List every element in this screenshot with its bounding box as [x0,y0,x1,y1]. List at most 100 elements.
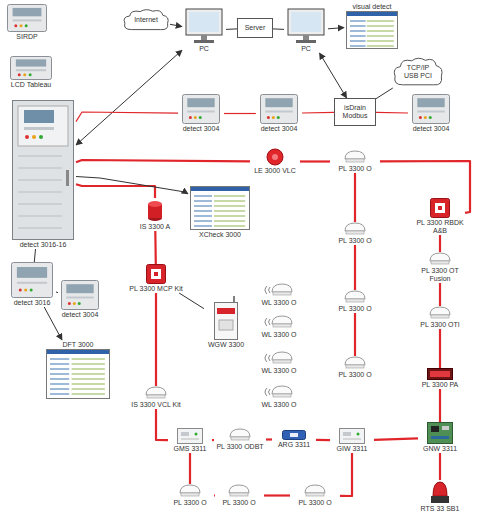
data-link [34,249,35,262]
loop-wire [156,409,168,440]
loop-wire [214,494,215,496]
device-label: PC [284,45,328,53]
smoke-detector: PL 3300 O [214,484,264,507]
device-label: visual detect [344,3,400,11]
pc-workstation: PC [284,8,328,53]
device-label: IS 3300 A [132,223,178,231]
loop-wire [439,389,441,422]
control-panel: detect 3004 [256,94,302,133]
flash-beacon: RTS 33 SB1 [410,480,470,513]
device-label: PL 3300 RBDK A&B [415,219,465,235]
loop-wire [212,439,214,441]
control-panel-icon [182,94,220,124]
smoke-detector-icon [303,484,327,498]
loop-wire [439,329,441,368]
loop-wire [300,160,330,162]
alarm-sounder-icon [145,198,165,222]
device-label: PL 3300 O [330,305,380,313]
loop-wire [439,453,441,480]
wireless-detector-icon [262,282,296,298]
wireless-detector: WL 3300 O [252,384,306,409]
panel-cabinet: detect 3016-16 [10,100,76,249]
data-link [179,293,204,309]
smoke-detector: PL 3300 O [330,150,380,173]
control-panel: SIRDP [4,4,50,41]
device-label: DFT 3000 [30,341,126,349]
control-panel: LCD Tableau [6,56,56,89]
loop-wire [76,160,250,162]
control-panel: detect 3004 [58,280,102,319]
control-panel: detect 3004 [178,94,224,133]
control-panel-icon [260,94,298,124]
device-label: TCP/IP USB PCI [399,64,437,80]
loop-wire [266,438,272,440]
loop-wire [439,283,441,306]
loop-wire [264,494,290,496]
smoke-detector-icon [343,290,367,304]
loop-wire [76,184,155,198]
device-label: PL 3300 O [330,165,380,173]
device-label: PL 3300 O [290,499,340,507]
device-label: WL 3300 O [252,331,306,339]
smoke-detector-icon [343,356,367,370]
loop-wire [439,235,441,252]
io-module: GIW 3311 [330,428,374,453]
io-module: GMS 3311 [168,428,212,453]
wireless-gateway-icon [212,296,240,340]
smoke-detector: PL 3300 ODBT [214,428,266,451]
call-point: PL 3300 RBDK A&B [415,198,465,235]
software-screen-icon [46,349,110,399]
data-link [44,307,62,340]
smoke-detector: PL 3300 O [330,290,380,313]
call-point-icon [146,264,166,284]
smoke-detector: IS 3300 VCL Kit [128,386,184,409]
device-label: PL 3300 ODBT [214,443,266,451]
smoke-detector: PL 3300 O [330,222,380,245]
device-label: GMS 3311 [168,445,212,453]
loop-wire [380,161,470,213]
device-label: WL 3300 O [252,401,306,409]
control-panel: detect 3016 [8,262,56,307]
control-panel-icon [412,94,450,124]
device-label: isDrain Modbus [337,104,373,120]
data-link [170,24,182,26]
device-label: GIW 3311 [330,445,374,453]
wireless-detector-icon [262,384,296,400]
loop-wire [354,313,356,356]
call-point: PL 3300 MCP Kit [128,264,184,293]
io-module-icon [177,428,203,444]
device-label: detect 3016 [8,299,56,307]
parallel-indicator-icon [427,368,453,380]
smoke-detector-icon [228,428,252,442]
wireless-detector: WL 3300 O [252,282,306,307]
control-panel-icon [61,280,99,310]
loop-wire [354,245,356,290]
smoke-detector-icon [178,484,202,498]
pc-workstation: PC [182,8,226,53]
device-label: detect 3004 [256,125,302,133]
wireless-detector-icon [262,350,296,366]
wireless-gateway: WGW 3300 [204,296,248,349]
wireless-detector: WL 3300 O [252,350,306,375]
control-panel: detect 3004 [408,94,454,133]
device-label: detect 3004 [58,311,102,319]
loop-wire [354,173,356,222]
device-label: RTS 33 SB1 [410,505,470,513]
alarm-sounder: IS 3300 A [132,198,178,231]
device-label: PL 3300 OT Fusion [412,267,468,283]
control-panel-icon [10,56,52,80]
device-label: WGW 3300 [204,341,248,349]
loop-wire [302,112,334,114]
device-label: IS 3300 VCL Kit [128,401,184,409]
smoke-detector: PL 3300 O [165,484,215,507]
wireless-detector: WL 3300 O [252,314,306,339]
call-point-icon [430,198,450,218]
loop-wire [340,453,352,496]
control-panel-icon [11,262,53,298]
flash-beacon-icon [430,480,450,504]
isolator-module-icon [282,430,306,440]
device-label: LE 3000 VLC [250,167,300,175]
smoke-detector-icon [144,386,168,400]
data-link [76,50,182,145]
device-label: detect 3016-16 [10,241,76,249]
